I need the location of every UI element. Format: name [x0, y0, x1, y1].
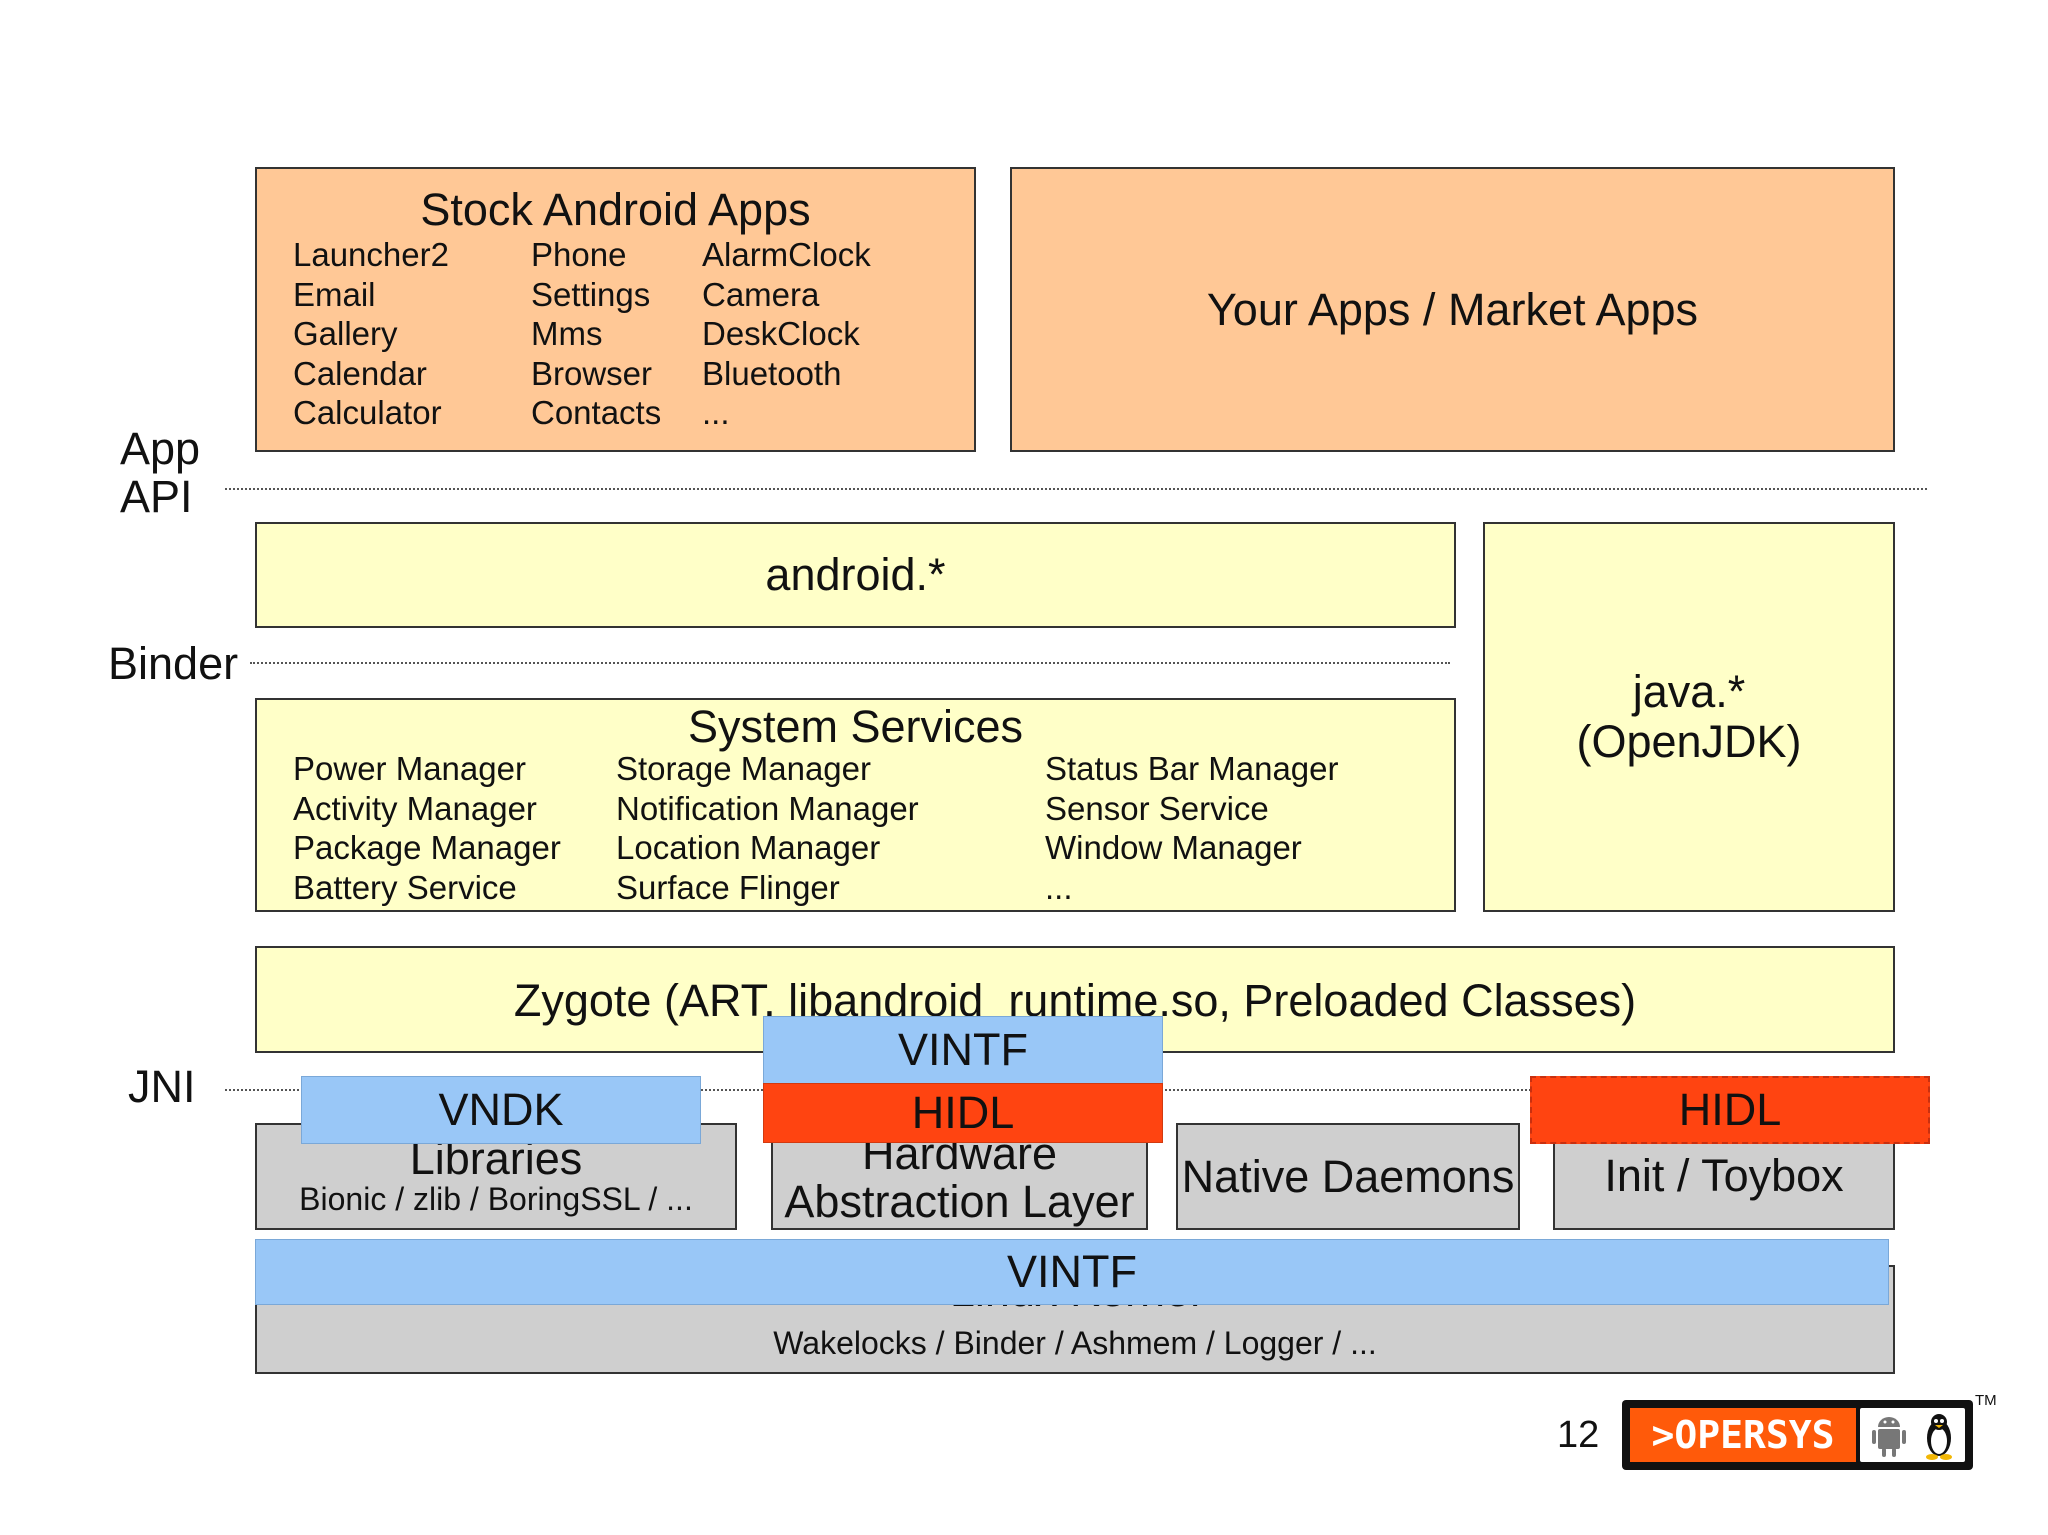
trademark-mark: TM — [1975, 1392, 1997, 1409]
vintf-overlay-top-label: VINTF — [898, 1024, 1028, 1075]
app-item: ... — [702, 394, 730, 431]
service-item: ... — [1045, 868, 1073, 906]
hidl-overlay-center: HIDL — [763, 1083, 1163, 1143]
binder-separator — [250, 662, 1450, 664]
service-item: Status Bar Manager — [1045, 750, 1339, 787]
jni-label: JNI — [128, 1061, 196, 1112]
tux-penguin-icon — [1926, 1414, 1952, 1460]
libraries-subtitle: Bionic / zlib / BoringSSL / ... — [299, 1181, 693, 1217]
stock-apps-box: Stock Android Apps Launcher2 Email Galle… — [255, 167, 976, 452]
your-apps-box: Your Apps / Market Apps — [1010, 167, 1895, 452]
opersys-logo-text: >OPERSYS — [1630, 1408, 1856, 1462]
linux-kernel-subtitle: Wakelocks / Binder / Ashmem / Logger / .… — [773, 1325, 1377, 1361]
system-services-title: System Services — [687, 701, 1024, 752]
app-item: Gallery — [293, 315, 398, 352]
native-daemons-box: Native Daemons — [1176, 1123, 1520, 1230]
app-item: Email — [293, 275, 376, 313]
init-toybox-title: Init / Toybox — [1604, 1150, 1844, 1201]
app-item: Settings — [531, 275, 651, 313]
android-package-box: android.* — [255, 522, 1456, 628]
your-apps-title: Your Apps / Market Apps — [1206, 283, 1699, 335]
java-package-subtitle: (OpenJDK) — [1576, 716, 1802, 767]
hidl-overlay-right-label: HIDL — [1678, 1084, 1782, 1135]
service-item: Storage Manager — [616, 750, 871, 787]
stock-apps-col1: Launcher2 Email Gallery Calendar Calcula… — [293, 235, 449, 433]
java-package-box: java.* (OpenJDK) — [1483, 522, 1895, 912]
hidl-overlay-center-label: HIDL — [911, 1087, 1015, 1138]
logo-icons — [1860, 1408, 1965, 1462]
stock-apps-title: Stock Android Apps — [420, 184, 811, 235]
hidl-overlay-right: HIDL — [1530, 1076, 1930, 1144]
app-item: DeskClock — [702, 315, 860, 352]
service-item: Activity Manager — [293, 789, 537, 827]
app-item: AlarmClock — [702, 236, 871, 273]
app-item: Phone — [531, 236, 627, 273]
app-api-label-line1: App — [120, 423, 201, 474]
service-item: Package Manager — [293, 829, 561, 866]
service-item: Location Manager — [616, 829, 881, 866]
system-services-box: System Services Power Manager Activity M… — [255, 698, 1456, 912]
service-item: Surface Flinger — [616, 868, 840, 906]
services-col3: Status Bar Manager Sensor Service Window… — [1045, 749, 1339, 907]
services-col2: Storage Manager Notification Manager Loc… — [616, 749, 919, 907]
java-package-title: java.* — [1632, 666, 1746, 717]
app-item: Mms — [531, 315, 603, 352]
stock-apps-col2: Phone Settings Mms Browser Contacts — [531, 235, 661, 433]
app-api-label-line2: API — [120, 471, 193, 522]
app-item: Calculator — [293, 394, 442, 431]
app-api-separator — [225, 488, 1927, 490]
app-item: Camera — [702, 275, 820, 313]
opersys-logo: >OPERSYS — [1622, 1400, 1973, 1470]
stock-apps-col3: AlarmClock Camera DeskClock Bluetooth ..… — [702, 235, 871, 433]
app-item: Bluetooth — [702, 354, 842, 392]
page-number: 12 — [1557, 1414, 1600, 1456]
service-item: Power Manager — [293, 750, 526, 787]
service-item: Window Manager — [1045, 829, 1302, 866]
app-item: Calendar — [293, 354, 427, 392]
service-item: Notification Manager — [616, 789, 919, 827]
services-col1: Power Manager Activity Manager Package M… — [293, 749, 561, 907]
app-item: Contacts — [531, 394, 662, 431]
vintf-overlay-top: VINTF — [763, 1016, 1163, 1084]
hal-subtitle: Abstraction Layer — [784, 1176, 1135, 1227]
app-api-label: App API — [120, 425, 200, 521]
vintf-overlay-bottom: VINTF — [255, 1239, 1889, 1305]
binder-label: Binder — [108, 638, 239, 689]
vndk-overlay-label: VNDK — [438, 1084, 564, 1135]
android-package-title: android.* — [765, 549, 946, 600]
vintf-overlay-bottom-label: VINTF — [1007, 1246, 1137, 1297]
android-robot-icon — [1872, 1417, 1906, 1457]
vndk-overlay: VNDK — [301, 1076, 701, 1144]
service-item: Sensor Service — [1045, 789, 1269, 827]
native-daemons-title: Native Daemons — [1181, 1150, 1515, 1202]
app-item: Launcher2 — [293, 236, 449, 273]
app-item: Browser — [531, 354, 653, 392]
service-item: Battery Service — [293, 868, 517, 906]
